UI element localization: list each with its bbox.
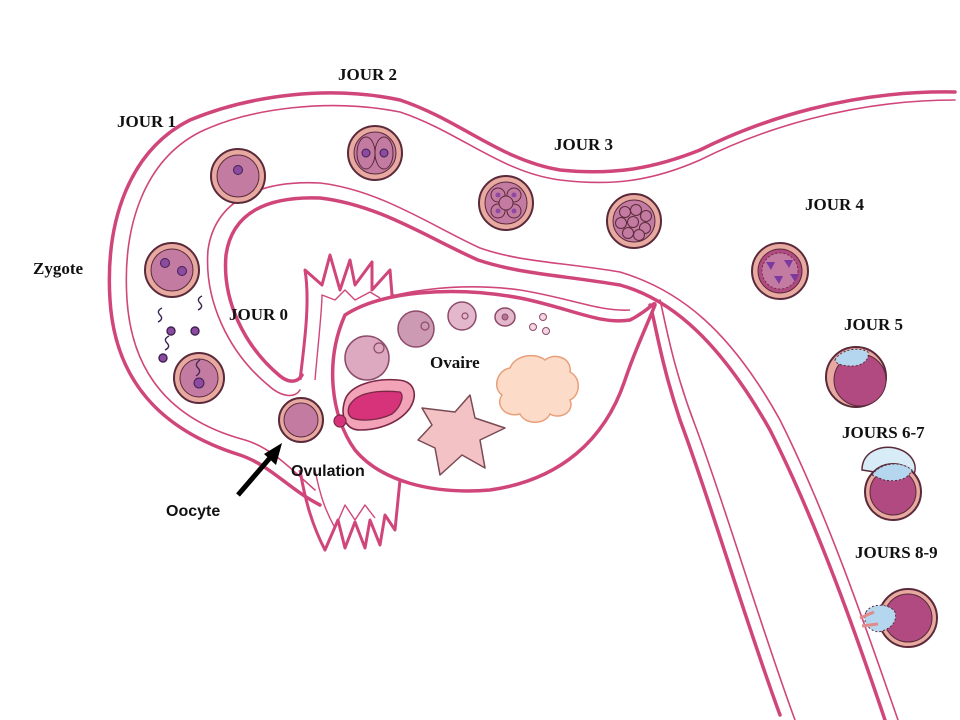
follicle-tiny-1: [539, 313, 547, 321]
tube-outer-wall: [107, 90, 957, 507]
label-jour1: JOUR 1: [117, 112, 176, 131]
label-jour0: JOUR 0: [229, 305, 288, 324]
tube-lower-wall-inner: [659, 299, 796, 720]
zygote-cell: [144, 242, 200, 298]
tube-outer-wall-inner: [125, 99, 956, 491]
follicle-small-nucleus: [501, 313, 509, 321]
ovary: [330, 286, 657, 493]
sperm-1: [157, 307, 163, 323]
fimbriae-upper: [298, 253, 401, 381]
fimbriae-lower: [298, 469, 402, 552]
days67-blastocyst: [861, 446, 922, 521]
follicle-mature: [344, 335, 390, 381]
ovary-ligament: [354, 286, 631, 311]
label-ovaire: Ovaire: [430, 353, 480, 372]
sperm-cells: [157, 295, 203, 363]
label-zygote: Zygote: [33, 259, 84, 278]
label-jours89: JOURS 8-9: [855, 543, 938, 562]
follicle-tiny-3: [542, 327, 550, 335]
corpus-albicans: [417, 394, 506, 476]
follicle-large: [397, 310, 435, 348]
days89-blastocyst: [859, 588, 938, 648]
sperm-3: [164, 335, 170, 351]
label-jour4: JOUR 4: [805, 195, 865, 214]
oocyte-cell: [278, 397, 324, 443]
tube-inner-wall-outer: [206, 181, 899, 720]
label-jour3: JOUR 3: [554, 135, 613, 154]
morula-cell: [606, 193, 662, 249]
released-oocyte-dot: [333, 414, 347, 428]
day3-cell: [478, 175, 534, 231]
day1-cell: [210, 148, 266, 204]
label-jour5: JOUR 5: [844, 315, 903, 334]
label-jours67: JOURS 6-7: [842, 423, 925, 442]
follicle-medium-nucleus: [461, 312, 469, 320]
fimbriae-lower-inner: [314, 469, 376, 529]
sperm-2: [197, 295, 203, 311]
follicle-tiny-2: [529, 323, 537, 331]
day5-blastocyst: [825, 346, 887, 408]
day4-cell: [751, 242, 809, 300]
embryo-stages: [144, 125, 938, 648]
oocyte-arrow: [236, 443, 282, 497]
uterine-tube: [107, 90, 957, 720]
tube-lower-wall: [648, 303, 782, 717]
fertilized-oocyte: [173, 352, 225, 404]
follicle-mature-nucleus: [373, 342, 385, 354]
tube-inner-wall: [223, 196, 887, 720]
fimbriae-upper-inner: [314, 289, 381, 381]
ruptured-follicle-core: [347, 390, 403, 421]
follicle-large-nucleus: [420, 321, 430, 331]
label-oocyte: Oocyte: [166, 503, 220, 520]
fimbriae: [298, 253, 402, 552]
day2-cell: [347, 125, 403, 181]
antral-follicle: [495, 354, 579, 423]
label-jour2: JOUR 2: [338, 65, 397, 84]
label-ovulation: Ovulation: [291, 463, 365, 480]
